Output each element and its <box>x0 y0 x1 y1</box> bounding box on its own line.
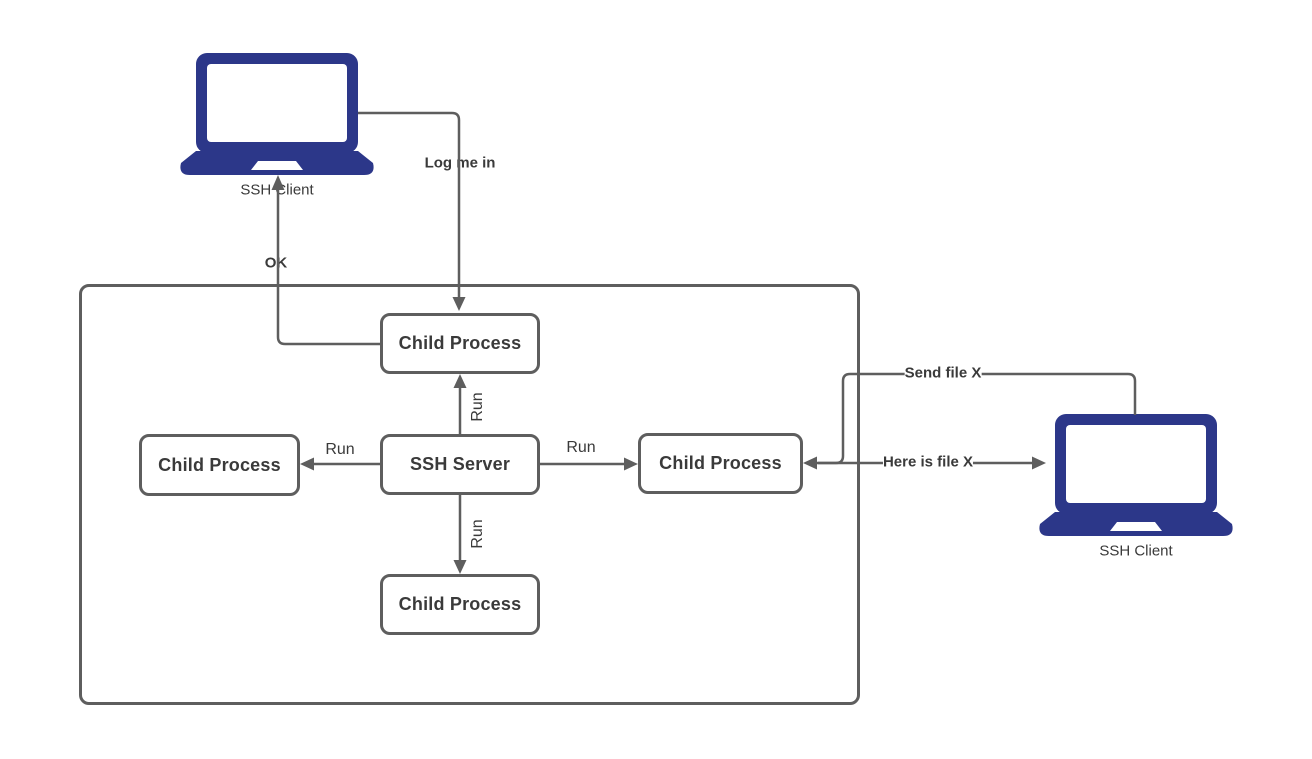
node-child-process-left: Child Process <box>139 434 300 496</box>
laptop-icon <box>180 53 374 175</box>
arrowhead-up <box>271 175 285 190</box>
edge-label-run-left: Run <box>325 441 355 458</box>
laptop-label-right: SSH Client <box>1099 542 1173 560</box>
laptop-icon <box>1039 414 1233 536</box>
node-child-process-top: Child Process <box>380 313 540 374</box>
edge-label-ok: OK <box>264 254 288 272</box>
edge-log-me-in <box>358 111 461 298</box>
node-label: Child Process <box>398 333 522 353</box>
arrowhead-right <box>1032 456 1046 470</box>
arrowhead-up <box>453 374 467 388</box>
node-label: Child Process <box>659 453 782 473</box>
arrowhead-down <box>453 560 467 574</box>
arrowhead-left <box>803 456 817 470</box>
edge-ok <box>276 189 380 346</box>
edge-send-file <box>818 372 1137 465</box>
node-label: Child Process <box>398 594 522 614</box>
arrowhead-right <box>624 457 638 471</box>
node-label: SSH Server <box>409 454 511 474</box>
edge-label-here-is-file: Here is file X <box>882 453 974 471</box>
edge-label-send-file: Send file X <box>904 364 982 382</box>
node-label: Child Process <box>158 454 281 475</box>
arrowhead-left <box>300 457 314 471</box>
server-group-frame <box>79 284 860 705</box>
edge-label-run-right: Run <box>566 439 596 456</box>
arrowhead-down <box>452 297 466 311</box>
node-child-process-bottom: Child Process <box>380 574 540 635</box>
node-ssh-server: SSH Server <box>380 434 540 495</box>
node-child-process-right: Child Process <box>638 433 803 494</box>
